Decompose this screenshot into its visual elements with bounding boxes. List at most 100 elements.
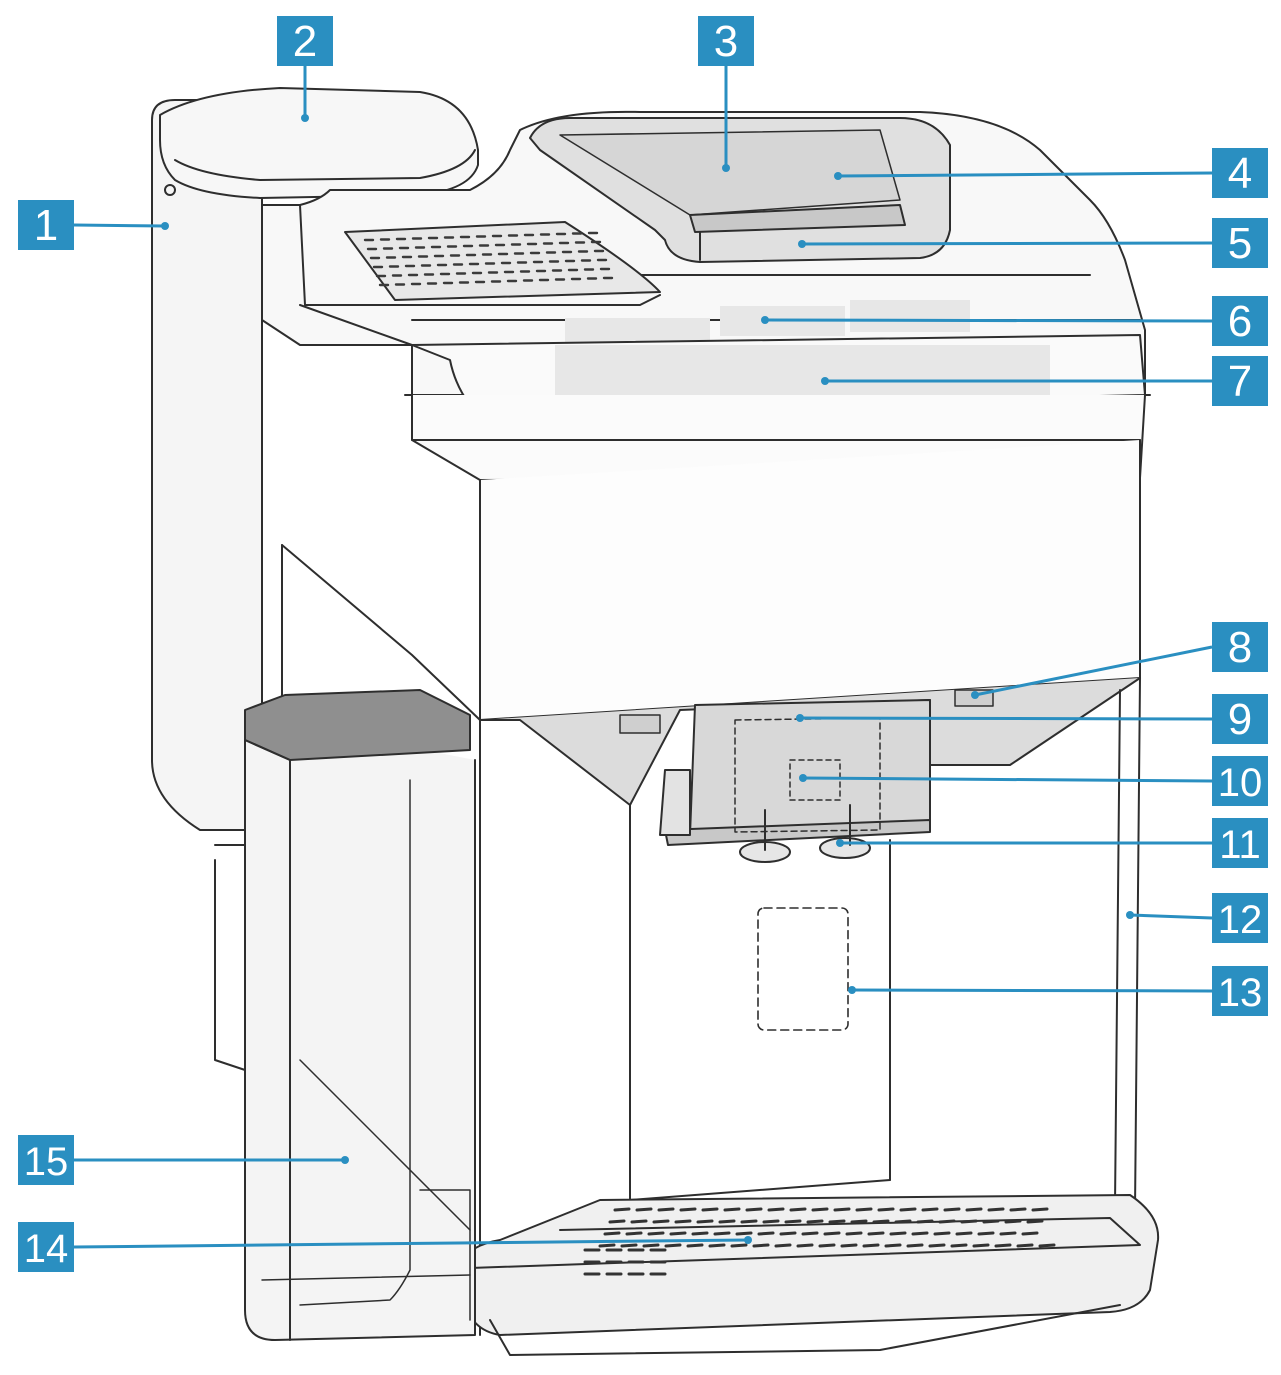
callout-number: 2 bbox=[293, 17, 317, 66]
leader-line-1 bbox=[73, 223, 166, 228]
callout-badge-box bbox=[1212, 296, 1268, 346]
callout-badge-5: 5 bbox=[1212, 218, 1268, 268]
drip-tray-slot bbox=[806, 1219, 824, 1224]
callout-number: 15 bbox=[24, 1140, 69, 1184]
drip-tray-slot bbox=[921, 1207, 939, 1212]
callout-number: 7 bbox=[1228, 357, 1252, 406]
callout-badge-box bbox=[1212, 966, 1268, 1016]
callout-number: 6 bbox=[1228, 297, 1252, 346]
drip-tray-slot bbox=[664, 1243, 682, 1248]
drip-tray-slot bbox=[613, 1207, 631, 1212]
callout-badge-box bbox=[277, 16, 333, 66]
leader-line-13 bbox=[851, 988, 1213, 993]
water-tank-lid bbox=[159, 87, 479, 199]
callout-badge-box bbox=[698, 16, 754, 66]
drip-tray-slot bbox=[691, 1231, 709, 1236]
callout-number: 14 bbox=[24, 1227, 69, 1271]
leader-endpoint-10 bbox=[799, 774, 807, 782]
leader-line-5 bbox=[801, 241, 1213, 246]
drip-tray-slot bbox=[906, 1243, 924, 1248]
leader-endpoint-11 bbox=[836, 839, 844, 847]
drip-tray-slot bbox=[608, 1219, 626, 1224]
callout-badge-box bbox=[18, 200, 74, 250]
drip-tray-slot bbox=[745, 1207, 763, 1212]
drip-tray-slot bbox=[674, 1219, 692, 1224]
drip-tray-slot bbox=[987, 1207, 1005, 1212]
callout-number: 9 bbox=[1228, 695, 1252, 744]
drip-tray-slot bbox=[635, 1207, 653, 1212]
callout-badge-2: 2 bbox=[277, 16, 333, 66]
drip-tray-slot bbox=[718, 1219, 736, 1224]
callout-badge-11: 11 bbox=[1212, 818, 1268, 868]
leader-endpoint-6 bbox=[761, 316, 769, 324]
drip-tray-slot bbox=[977, 1231, 995, 1236]
drip-tray-slot bbox=[894, 1219, 912, 1224]
drip-tray-slot bbox=[994, 1243, 1012, 1248]
drip-tray-slot bbox=[708, 1243, 726, 1248]
drip-tray-slot bbox=[713, 1231, 731, 1236]
drip-tray-slot bbox=[811, 1207, 829, 1212]
drip-tray-slot bbox=[620, 1243, 638, 1248]
callout-badge-4: 4 bbox=[1212, 148, 1268, 198]
callout-badge-box bbox=[1212, 756, 1268, 806]
leader-line-4 bbox=[837, 171, 1213, 178]
leader-line-8 bbox=[974, 645, 1213, 697]
drip-tray-slot bbox=[965, 1207, 983, 1212]
drip-tray-slot bbox=[1026, 1219, 1044, 1224]
callout-number: 12 bbox=[1218, 898, 1263, 942]
callout-badge-3: 3 bbox=[698, 16, 754, 66]
callout-badge-15: 15 bbox=[18, 1135, 74, 1185]
drip-tray-slot bbox=[669, 1231, 687, 1236]
drip-tray-slot bbox=[950, 1243, 968, 1248]
drip-tray-slot bbox=[784, 1219, 802, 1224]
callout-number: 11 bbox=[1219, 823, 1261, 867]
drip-tray-slot bbox=[789, 1207, 807, 1212]
callout-badge-6: 6 bbox=[1212, 296, 1268, 346]
drip-tray-slot bbox=[723, 1207, 741, 1212]
callout-badge-13: 13 bbox=[1212, 966, 1268, 1016]
drip-tray-slot bbox=[1031, 1207, 1049, 1212]
drip-tray-slot bbox=[928, 1243, 946, 1248]
callout-number: 4 bbox=[1228, 149, 1252, 198]
drip-tray-slot bbox=[1038, 1243, 1056, 1248]
drip-tray-slot bbox=[679, 1207, 697, 1212]
drip-tray-slot bbox=[911, 1231, 929, 1236]
drip-tray-slot bbox=[730, 1243, 748, 1248]
callout-badge-box bbox=[18, 1222, 74, 1272]
callout-badge-box bbox=[1212, 622, 1268, 672]
callout-number: 10 bbox=[1218, 761, 1263, 805]
drip-tray-slot bbox=[884, 1243, 902, 1248]
leader-endpoint-4 bbox=[834, 172, 842, 180]
drip-tray-slot bbox=[960, 1219, 978, 1224]
callout-badge-box bbox=[1212, 218, 1268, 268]
callout-badge-8: 8 bbox=[1212, 622, 1268, 672]
leader-endpoint-7 bbox=[821, 377, 829, 385]
drip-tray-slot bbox=[872, 1219, 890, 1224]
drip-tray-slot bbox=[630, 1219, 648, 1224]
callout-badge-box bbox=[1212, 818, 1268, 868]
drip-tray-slot bbox=[862, 1243, 880, 1248]
dispenser-block bbox=[479, 677, 1141, 863]
drip-tray-slot bbox=[647, 1231, 665, 1236]
drip-tray-slot bbox=[1021, 1231, 1039, 1236]
lower-body bbox=[479, 677, 1141, 1336]
drip-tray-slot bbox=[762, 1219, 780, 1224]
drip-tray-slot bbox=[686, 1243, 704, 1248]
drip-tray-slot bbox=[840, 1243, 858, 1248]
drip-tray-slot bbox=[652, 1219, 670, 1224]
drip-tray-slot bbox=[955, 1231, 973, 1236]
callout-number: 1 bbox=[34, 201, 58, 250]
drip-tray-slot bbox=[818, 1243, 836, 1248]
leader-endpoint-5 bbox=[798, 240, 806, 248]
drip-tray-slot bbox=[833, 1207, 851, 1212]
grinder-grid bbox=[344, 221, 661, 301]
drip-tray-slot bbox=[642, 1243, 660, 1248]
leader-line-14 bbox=[73, 1238, 749, 1249]
drip-tray-slot bbox=[943, 1207, 961, 1212]
leader-endpoint-2 bbox=[301, 114, 309, 122]
drip-tray-slot bbox=[916, 1219, 934, 1224]
leader-line-9 bbox=[799, 716, 1213, 721]
drip-tray-slot bbox=[779, 1231, 797, 1236]
